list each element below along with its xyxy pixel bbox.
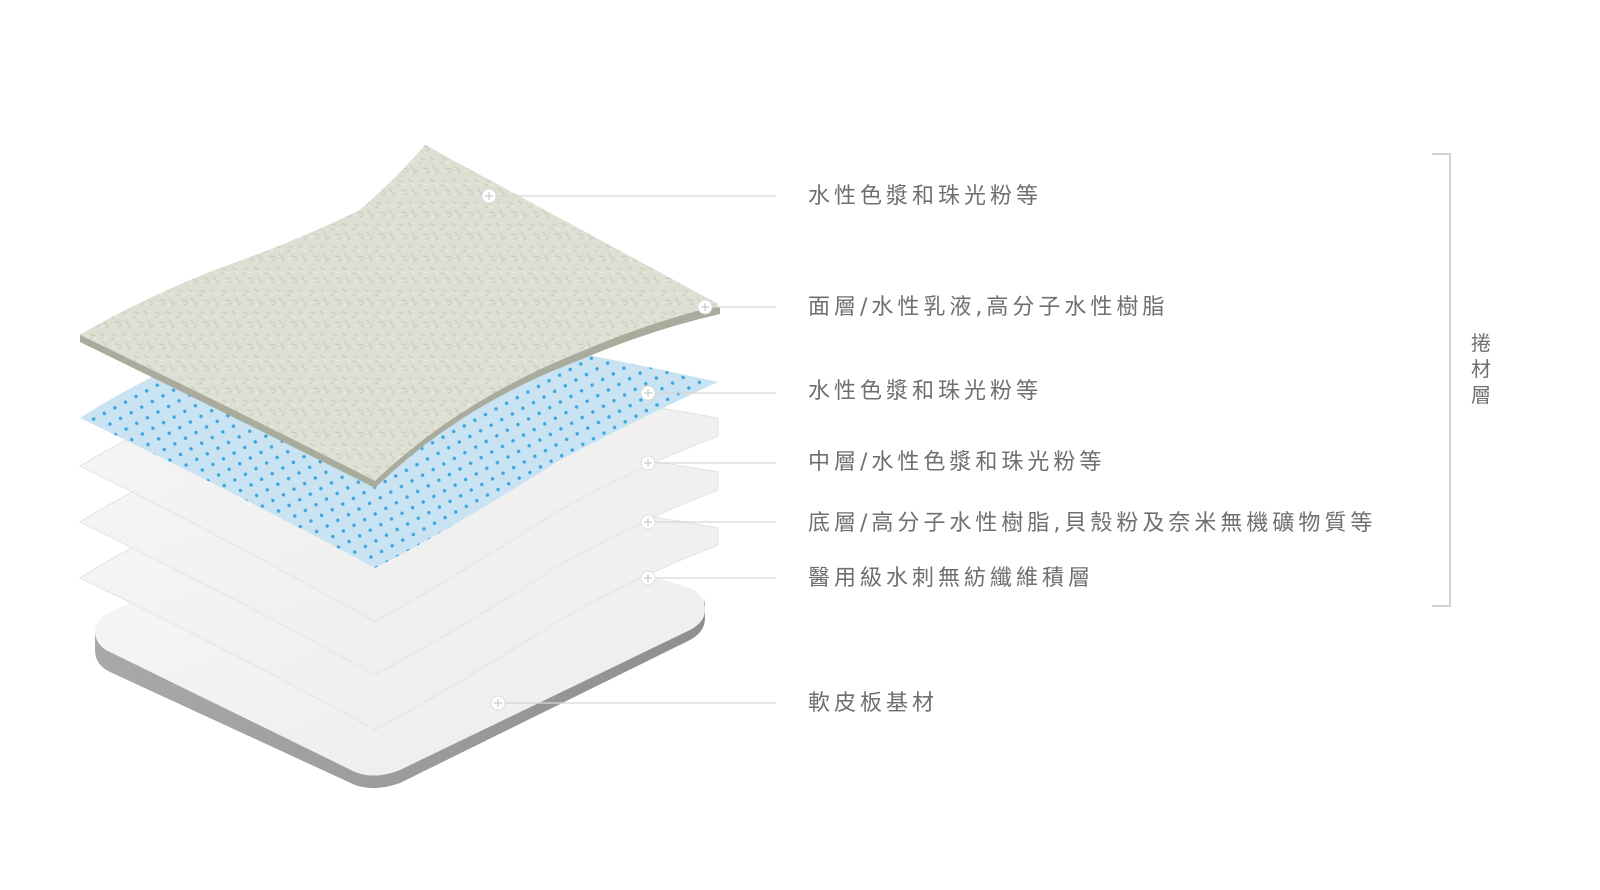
bracket-line — [1432, 153, 1451, 607]
group-label-char-3: 層 — [1471, 383, 1491, 407]
label-top-coating: 水性色漿和珠光粉等 — [808, 184, 1042, 209]
top-textured-sheet — [80, 145, 720, 488]
label-surface-layer: 面層/水性乳液,高分子水性樹脂 — [808, 295, 1168, 320]
group-label-char-2: 材 — [1471, 357, 1491, 381]
label-bottom-layer: 底層/高分子水性樹脂,貝殼粉及奈米無機礦物質等 — [808, 511, 1376, 536]
plus-circle-icon[interactable] — [697, 299, 713, 315]
leader-lines — [489, 195, 776, 704]
label-middle-layer: 中層/水性色漿和珠光粉等 — [808, 450, 1105, 475]
plus-circle-icon[interactable] — [481, 188, 497, 204]
label-nonwoven-layer: 醫用級水刺無紡纖維積層 — [808, 566, 1094, 591]
markers — [481, 188, 713, 711]
plus-circle-icon[interactable] — [640, 570, 656, 586]
plus-circle-icon[interactable] — [640, 455, 656, 471]
plus-circle-icon[interactable] — [640, 385, 656, 401]
roll-layer-bracket: 捲 材 層 — [1432, 153, 1491, 607]
plus-circle-icon[interactable] — [640, 514, 656, 530]
layer-labels: 水性色漿和珠光粉等 面層/水性乳液,高分子水性樹脂 水性色漿和珠光粉等 中層/水… — [808, 184, 1376, 716]
label-pigment-layer: 水性色漿和珠光粉等 — [808, 379, 1042, 404]
label-base-board: 軟皮板基材 — [808, 691, 938, 716]
group-label-char-1: 捲 — [1471, 331, 1491, 355]
plus-circle-icon[interactable] — [490, 695, 506, 711]
top-sheet-face — [80, 145, 720, 481]
